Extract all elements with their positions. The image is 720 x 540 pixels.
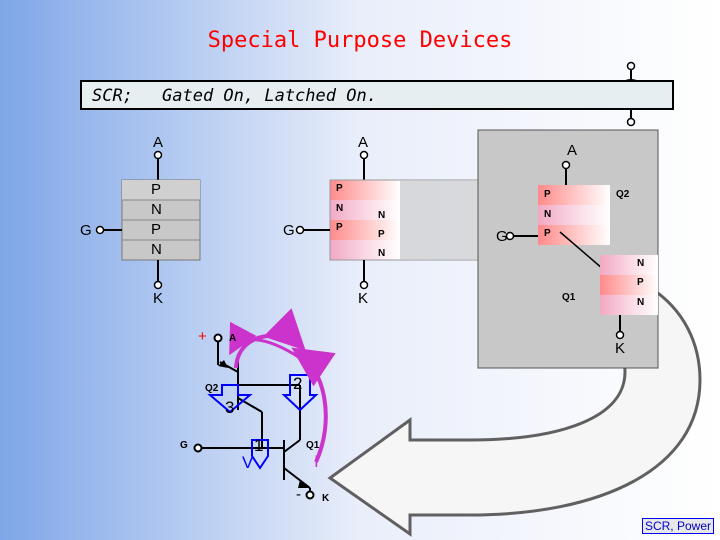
circuit-plus: +: [198, 328, 207, 345]
p1-gate-label: G: [80, 222, 92, 239]
feedback-arrow-2: [291, 347, 336, 463]
panel-2: [295, 150, 481, 290]
banner-subtitle: Gated On, Latched On.: [162, 86, 377, 106]
p1-layer-p1: P: [151, 181, 162, 198]
p2-p-left: P: [336, 222, 343, 233]
step-arrow-1: [251, 439, 269, 470]
p2-p-right: P: [378, 229, 385, 240]
q1-emitter-arrow: [298, 480, 310, 488]
page-title: Special Purpose Devices: [207, 28, 513, 53]
p3-p: P: [544, 228, 551, 239]
panel-1: [95, 150, 201, 290]
p1-layer-n2: N: [151, 241, 162, 258]
p3-cathode-label: K: [615, 340, 626, 357]
panel-3: [505, 160, 658, 340]
p3-anode-label: A: [567, 142, 578, 159]
circuit-minus: -: [296, 486, 301, 503]
panel-3-box: [477, 129, 659, 369]
p1-layer-n1: N: [151, 201, 162, 218]
banner-box: [80, 80, 674, 110]
p1-layer-p2: P: [151, 221, 162, 238]
p2-n-left: N: [336, 203, 344, 214]
step-3-label: 3: [225, 398, 235, 417]
current-label: I: [314, 452, 319, 471]
p1-anode-label: A: [153, 134, 164, 151]
p2-n-right: N: [378, 210, 386, 221]
p1-cathode-label: K: [153, 290, 164, 307]
footer-link[interactable]: SCR, Power: [641, 518, 714, 534]
p3-q2-label: Q2: [616, 189, 630, 200]
p2-gate-label: G: [283, 222, 295, 239]
circuit-anode: A: [229, 333, 237, 344]
p3-n2: N: [637, 258, 645, 269]
p2-n-bottom: N: [378, 248, 386, 259]
step-arrow-3: [207, 384, 253, 414]
p3-q1-label: Q1: [562, 292, 576, 303]
circuit-cathode: K: [322, 493, 330, 504]
p2-cathode-label: K: [358, 290, 369, 307]
p2-anode-label: A: [358, 134, 369, 151]
circuit-q2: Q2: [205, 383, 219, 394]
circuit-q1: Q1: [306, 440, 320, 451]
feedback-arrow-1: [234, 308, 306, 369]
p3-n: N: [544, 209, 552, 220]
q2-emitter-arrow: [218, 360, 228, 368]
step-1-label: 1: [254, 436, 264, 455]
voltage-label: V: [242, 453, 254, 472]
p2-p-top: P: [336, 183, 343, 194]
p3-gate-label: G: [496, 228, 508, 245]
feedback-arrow-3: [229, 321, 301, 360]
banner-device: SCR;: [92, 86, 133, 106]
p3-p-top: P: [544, 189, 551, 200]
step-2-label: 2: [293, 374, 303, 393]
circuit-gate: G: [180, 440, 188, 451]
p3-n3: N: [637, 297, 645, 308]
p3-p2: P: [637, 277, 644, 288]
